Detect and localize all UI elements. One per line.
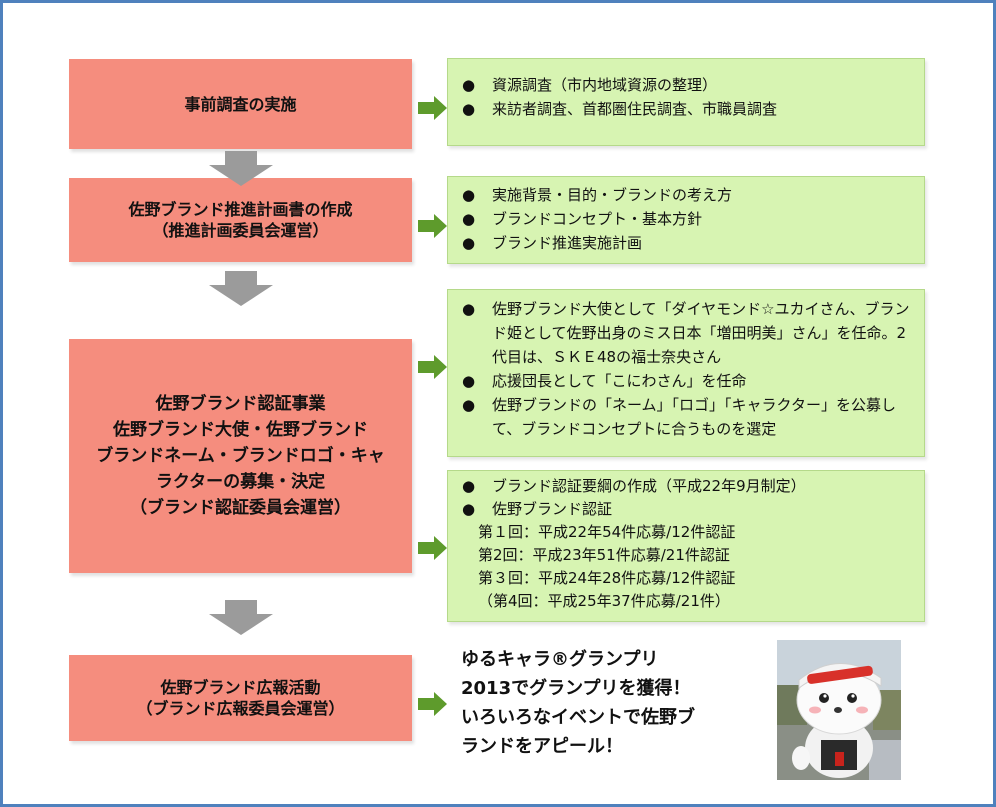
bullet-icon: ● [462, 477, 476, 495]
stage-label: （ブランド広報委員会運営） [136, 699, 345, 718]
down-arrow-icon [209, 271, 273, 306]
detail-bullet: ● 資源調査（市内地域資源の整理） [462, 73, 914, 97]
promo-line: いろいろなイベントで佐野ブ [461, 707, 695, 728]
promo-text: ゆるキャラ®グランプリ 2013でグランプリを獲得！ いろいろなイベントで佐野ブ… [461, 645, 761, 761]
bullet-icon: ● [462, 100, 476, 118]
bullet-text: ブランドコンセプト・基本方針 [492, 210, 703, 228]
bullet-text: 応援団長として「こにわさん」を任命 [492, 372, 747, 390]
bullet-icon: ● [462, 234, 476, 252]
certification-round: 第2回：平成23年51件応募/21件認証 [478, 546, 730, 564]
bullet-text: 佐野ブランド認証 [492, 500, 613, 518]
mascot-photo [777, 640, 901, 780]
bullet-icon: ● [462, 186, 476, 204]
stage-label: 佐野ブランド大使・佐野ブランド [113, 420, 368, 440]
detail-bullet: ● 佐野ブランドの「ネーム」「ロゴ」「キャラクター」を公募して、ブランドコンセプト… [462, 393, 914, 441]
mascot-illustration [777, 640, 901, 780]
right-arrow-icon [418, 355, 447, 379]
stage-label: 佐野ブランド認証事業 [155, 394, 326, 414]
right-arrow-icon [418, 536, 447, 560]
detail-bullet: ● 実施背景・目的・ブランドの考え方 [462, 183, 914, 207]
certification-round: 第１回：平成22年54件応募/12件認証 [478, 523, 736, 541]
bullet-text: 佐野ブランド大使として「ダイヤモンド☆ユカイさん、ブランド姫として佐野出身のミス… [492, 300, 910, 366]
right-arrow-icon [418, 96, 447, 120]
stage-box-plan: 佐野ブランド推進計画書の作成 （推進計画委員会運営） [69, 178, 412, 262]
certification-round: 第３回：平成24年28件応募/12件認証 [478, 569, 736, 587]
bullet-icon: ● [462, 396, 476, 414]
detail-bullet: ● 佐野ブランド大使として「ダイヤモンド☆ユカイさん、ブランド姫として佐野出身のミ… [462, 297, 914, 369]
bullet-icon: ● [462, 500, 476, 518]
detail-bullet: ● 応援団長として「こにわさん」を任命 [462, 369, 914, 393]
bullet-text: 資源調査（市内地域資源の整理） [492, 76, 718, 94]
detail-bullet: ● ブランドコンセプト・基本方針 [462, 207, 914, 231]
stage-label: 事前調査の実施 [184, 94, 297, 114]
bullet-icon: ● [462, 76, 476, 94]
detail-box-certification: ● ブランド認証要綱の作成（平成22年9月制定） ● 佐野ブランド認証 第１回：平成… [447, 470, 925, 622]
promo-line: 2013でグランプリを獲得！ [461, 678, 691, 699]
bullet-text: 佐野ブランドの「ネーム」「ロゴ」「キャラクター」を公募して、ブランドコンセプトに… [492, 396, 896, 438]
stage-label: 佐野ブランド推進計画書の作成 [128, 200, 353, 219]
bullet-icon: ● [462, 372, 476, 390]
bullet-text: ブランド推進実施計画 [492, 234, 643, 252]
detail-box-survey: ● 資源調査（市内地域資源の整理） ● 来訪者調査、首都圏住民調査、市職員調査 [447, 58, 925, 146]
stage-label: ラクターの募集・決定 [155, 472, 326, 492]
stage-box-survey: 事前調査の実施 [69, 59, 412, 149]
bullet-icon: ● [462, 210, 476, 228]
stage-box-pr: 佐野ブランド広報活動 （ブランド広報委員会運営） [69, 655, 412, 741]
detail-bullet: ● 佐野ブランド認証 [462, 498, 914, 521]
promo-line: ゆるキャラ®グランプリ [461, 649, 659, 670]
down-arrow-icon [209, 600, 273, 635]
detail-bullet: ● ブランド推進実施計画 [462, 231, 914, 255]
detail-box-plan: ● 実施背景・目的・ブランドの考え方 ● ブランドコンセプト・基本方針 ● ブランド推… [447, 176, 925, 264]
stage-label: ブランドネーム・ブランドロゴ・キャ [96, 446, 385, 466]
stage-label: （推進計画委員会運営） [152, 221, 329, 240]
stage-label: （ブランド認証委員会運営） [130, 498, 351, 518]
bullet-icon: ● [462, 300, 476, 318]
stage-box-certification: 佐野ブランド認証事業 佐野ブランド大使・佐野ブランド ブランドネーム・ブランドロ… [69, 339, 412, 573]
certification-round: （第4回：平成25年37件応募/21件） [478, 592, 730, 610]
promo-line: ランドをアピール！ [461, 736, 623, 757]
detail-bullet: ● 来訪者調査、首都圏住民調査、市職員調査 [462, 97, 914, 121]
stage-label: 佐野ブランド広報活動 [160, 678, 321, 697]
right-arrow-icon [418, 692, 447, 716]
bullet-text: ブランド認証要綱の作成（平成22年9月制定） [492, 477, 806, 495]
down-arrow-icon [209, 151, 273, 186]
bullet-text: 実施背景・目的・ブランドの考え方 [492, 186, 733, 204]
detail-bullet: ● ブランド認証要綱の作成（平成22年9月制定） [462, 475, 914, 498]
detail-box-ambassadors: ● 佐野ブランド大使として「ダイヤモンド☆ユカイさん、ブランド姫として佐野出身のミ… [447, 289, 925, 457]
right-arrow-icon [418, 214, 447, 238]
bullet-text: 来訪者調査、首都圏住民調査、市職員調査 [492, 100, 778, 118]
